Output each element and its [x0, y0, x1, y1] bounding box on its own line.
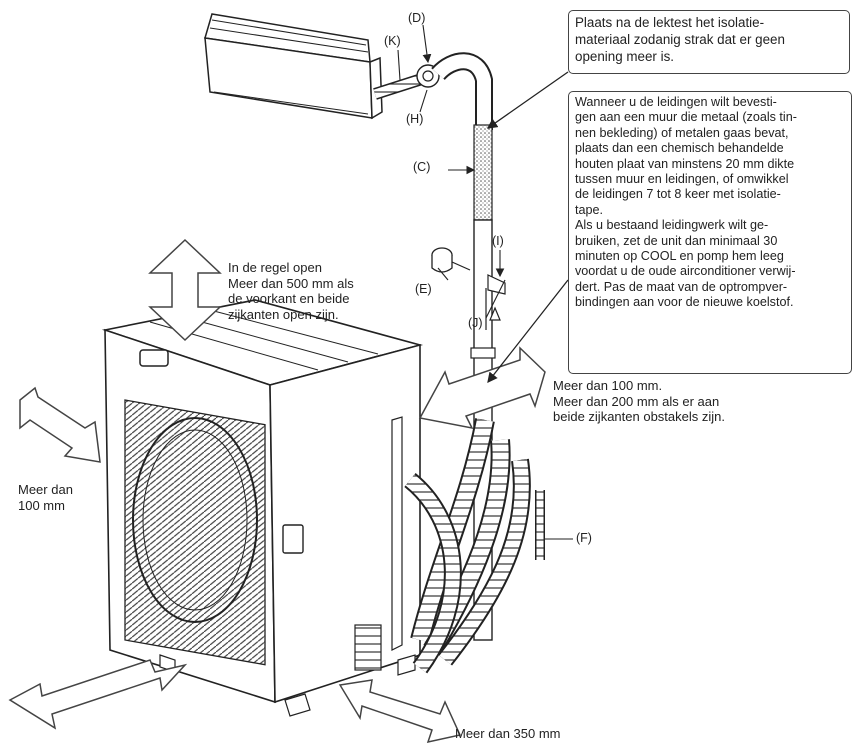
- clearance-arrow-right: [418, 346, 546, 430]
- label-E: (E): [415, 282, 432, 296]
- coiled-pipes: [404, 418, 545, 674]
- clearance-arrows: [8, 238, 546, 744]
- label-D: (D): [408, 11, 426, 25]
- clearance-arrow-left: [19, 386, 101, 463]
- clearance-arrow-front-left: [8, 659, 188, 730]
- label-H: (H): [406, 112, 424, 126]
- label-J: (J): [468, 316, 483, 330]
- clearance-arrow-top: [148, 238, 222, 342]
- leader-lines: [397, 24, 573, 540]
- clearance-front-text: Meer dan 350 mm: [455, 726, 561, 741]
- clearance-top-text: In de regel open Meer dan 500 mm als de …: [228, 260, 354, 322]
- label-F: (F): [576, 531, 592, 545]
- label-K: (K): [384, 34, 401, 48]
- clearance-arrow-front-right: [338, 679, 462, 744]
- outdoor-unit: [101, 299, 424, 717]
- label-I: (I): [492, 234, 504, 248]
- clearance-left-text: Meer dan 100 mm: [18, 482, 73, 513]
- note-insulation: Plaats na de lektest het isolatie- mater…: [568, 10, 850, 74]
- clearance-right-text: Meer dan 100 mm. Meer dan 200 mm als er …: [553, 378, 725, 424]
- label-C: (C): [413, 160, 431, 174]
- note-wall-piping: Wanneer u de leidingen wilt bevesti- gen…: [568, 91, 852, 374]
- indoor-unit: [204, 13, 383, 120]
